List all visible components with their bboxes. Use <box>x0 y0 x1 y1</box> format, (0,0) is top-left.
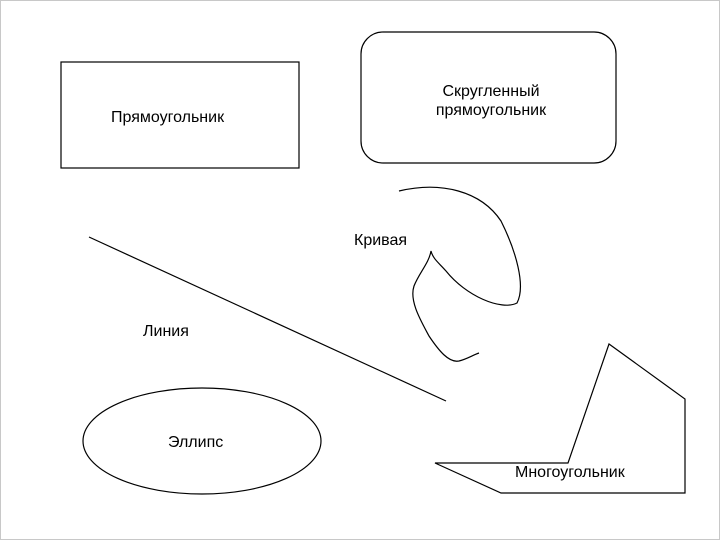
curve-shape[interactable] <box>398 186 521 362</box>
line-shape[interactable] <box>88 236 447 402</box>
rectangle-label: Прямоугольник <box>111 109 225 126</box>
line-label: Линия <box>143 323 189 340</box>
curve-label: Кривая <box>354 232 408 249</box>
ellipse-shape[interactable] <box>82 387 322 495</box>
polygon-shape[interactable] <box>434 343 686 494</box>
rounded-rectangle-shape[interactable] <box>360 31 617 164</box>
ellipse-label: Эллипс <box>168 434 224 451</box>
rounded-rectangle-label-line1: Скругленный <box>442 83 540 100</box>
rounded-rectangle-label-line2: прямоугольник <box>435 102 547 119</box>
rectangle-shape[interactable] <box>60 61 300 169</box>
polygon-label: Многоугольник <box>515 464 625 481</box>
